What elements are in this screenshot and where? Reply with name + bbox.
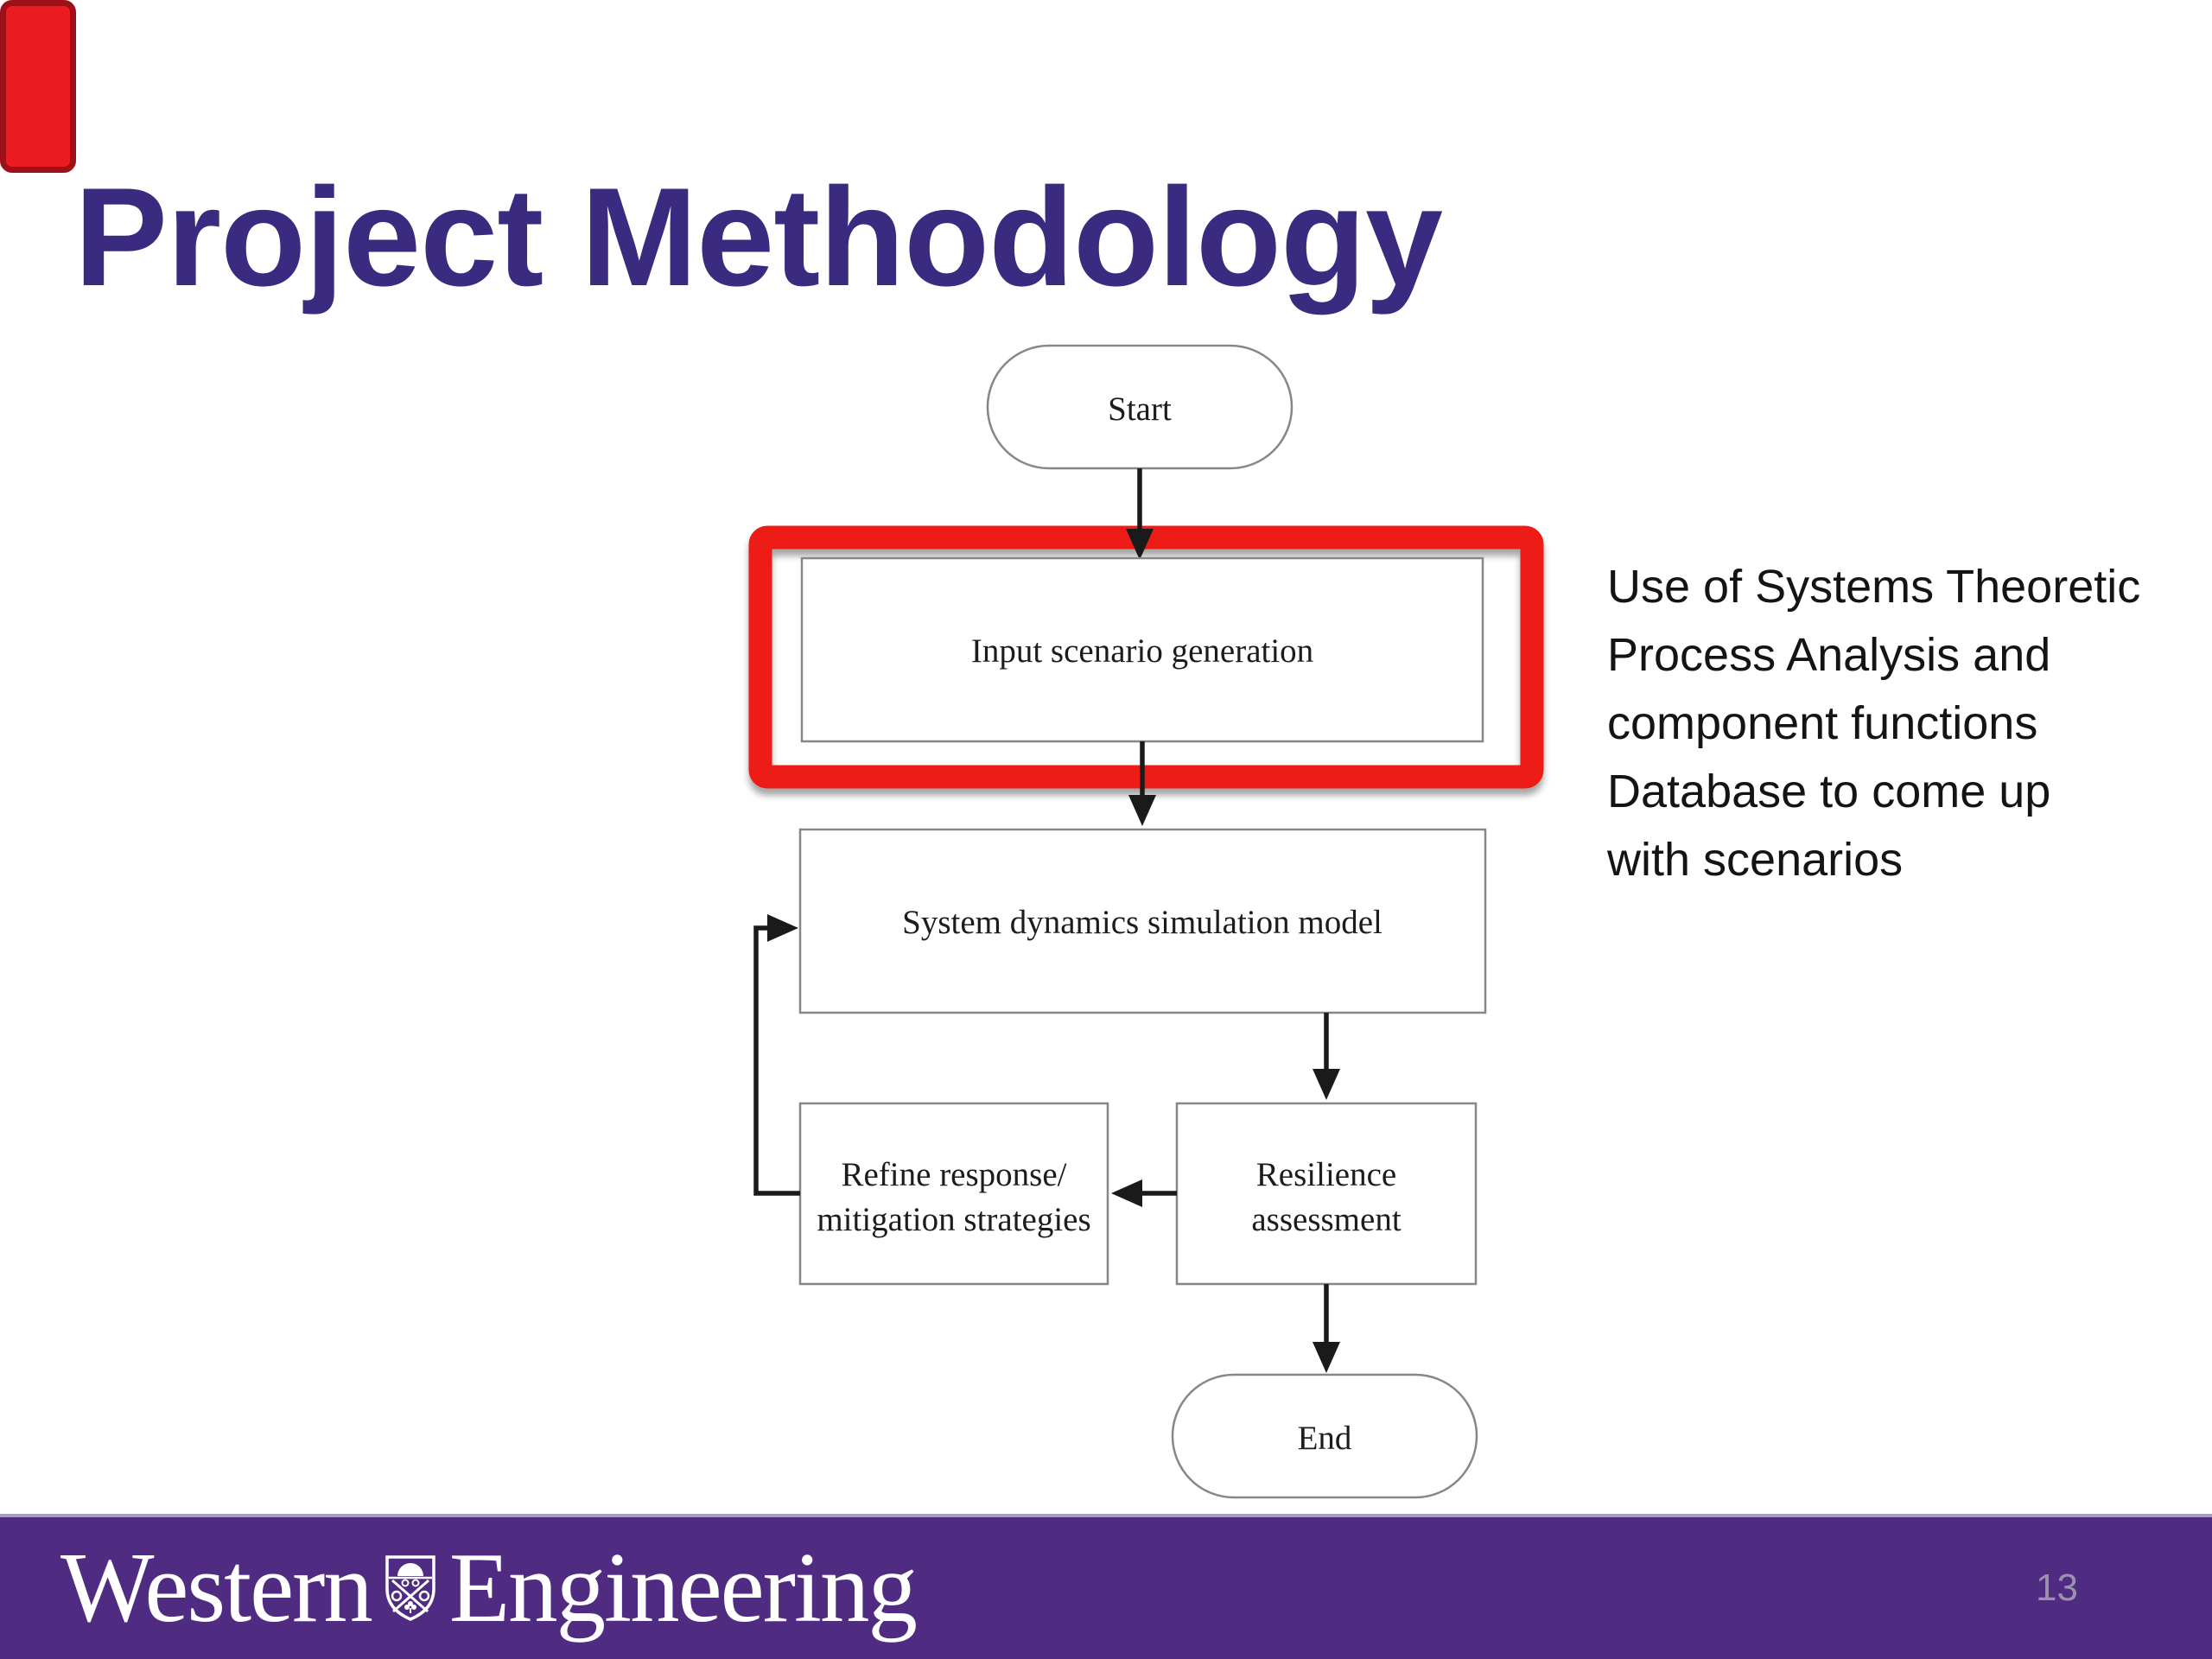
red-corner-marker [0, 0, 76, 173]
annotation-note-line: Use of Systems Theoretic [1607, 561, 2141, 613]
node-end-label: End [1298, 1420, 1352, 1457]
annotation-note-line: Process Analysis and [1607, 629, 2051, 681]
slide-title: Project Methodology [74, 159, 1443, 315]
arrow-refine-feedback-to-system [753, 914, 800, 1196]
node-resilience-label-line2: assessment [1251, 1201, 1401, 1238]
node-refine-strategies [798, 1102, 1109, 1286]
node-end [1171, 1373, 1478, 1499]
node-input-scenario [800, 556, 1484, 743]
arrow-system-to-resilience [1313, 1013, 1340, 1100]
annotation-note: Use of Systems Theoretic Process Analysi… [1607, 553, 2140, 894]
annotation-note-line: component functions [1607, 697, 2038, 749]
node-resilience-assessment [1175, 1102, 1478, 1286]
footer-bar: Western Engineering 13 [0, 1514, 2212, 1659]
brand-engineering: Engineering [448, 1533, 918, 1643]
node-refine-label-line2: mitigation strategies [817, 1201, 1090, 1238]
node-system-dynamics [798, 828, 1487, 1014]
western-crest-icon [385, 1555, 435, 1621]
arrow-start-to-input [1126, 468, 1154, 560]
arrow-resilience-to-end [1313, 1284, 1340, 1373]
node-input-scenario-label: Input scenario generation [971, 632, 1313, 670]
page-number: 13 [2036, 1567, 2078, 1609]
brand-western: Western [60, 1533, 373, 1643]
arrow-input-to-system [1128, 741, 1156, 826]
node-start-label: Start [1108, 391, 1172, 428]
western-engineering-logo: Western Engineering [60, 1531, 918, 1645]
node-system-dynamics-label: System dynamics simulation model [902, 904, 1382, 941]
annotation-note-line: Database to come up [1607, 766, 2051, 817]
annotation-note-line: with scenarios [1607, 834, 1904, 886]
arrow-resilience-to-refine [1111, 1179, 1177, 1207]
node-refine-label-line1: Refine response/ [841, 1156, 1066, 1193]
node-resilience-label-line1: Resilience [1256, 1156, 1396, 1193]
